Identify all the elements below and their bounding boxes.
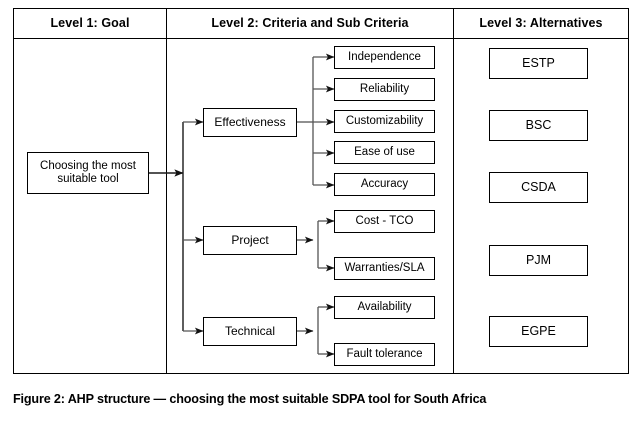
column-divider-2 xyxy=(453,9,454,373)
figure-caption: Figure 2: AHP structure — choosing the m… xyxy=(13,392,487,406)
goal-node[interactable]: Choosing the most suitable tool xyxy=(27,152,149,194)
criteria-node-project[interactable]: Project xyxy=(203,226,297,255)
sub-criteria-node-ease-of-use[interactable]: Ease of use xyxy=(334,141,435,164)
alternative-node-csda[interactable]: CSDA xyxy=(489,172,588,203)
alternative-node-pjm[interactable]: PJM xyxy=(489,245,588,276)
column-divider-1 xyxy=(166,9,167,373)
sub-criteria-node-availability[interactable]: Availability xyxy=(334,296,435,319)
alternative-node-egpe[interactable]: EGPE xyxy=(489,316,588,347)
sub-criteria-node-reliability[interactable]: Reliability xyxy=(334,78,435,101)
alternative-node-bsc[interactable]: BSC xyxy=(489,110,588,141)
levels-table: Level 1: Goal Level 2: Criteria and Sub … xyxy=(13,8,629,374)
sub-criteria-node-fault-tolerance[interactable]: Fault tolerance xyxy=(334,343,435,366)
alternative-node-estp[interactable]: ESTP xyxy=(489,48,588,79)
sub-criteria-node-accuracy[interactable]: Accuracy xyxy=(334,173,435,196)
table-header-row: Level 1: Goal Level 2: Criteria and Sub … xyxy=(14,9,628,39)
criteria-node-effectiveness[interactable]: Effectiveness xyxy=(203,108,297,137)
sub-criteria-node-independence[interactable]: Independence xyxy=(334,46,435,69)
sub-criteria-node-cost-tco[interactable]: Cost - TCO xyxy=(334,210,435,233)
sub-criteria-node-customizability[interactable]: Customizability xyxy=(334,110,435,133)
criteria-node-technical[interactable]: Technical xyxy=(203,317,297,346)
sub-criteria-node-warranties-sla[interactable]: Warranties/SLA xyxy=(334,257,435,280)
header-level-3: Level 3: Alternatives xyxy=(479,16,603,30)
header-level-1: Level 1: Goal xyxy=(50,16,130,30)
header-level-2: Level 2: Criteria and Sub Criteria xyxy=(211,16,409,30)
